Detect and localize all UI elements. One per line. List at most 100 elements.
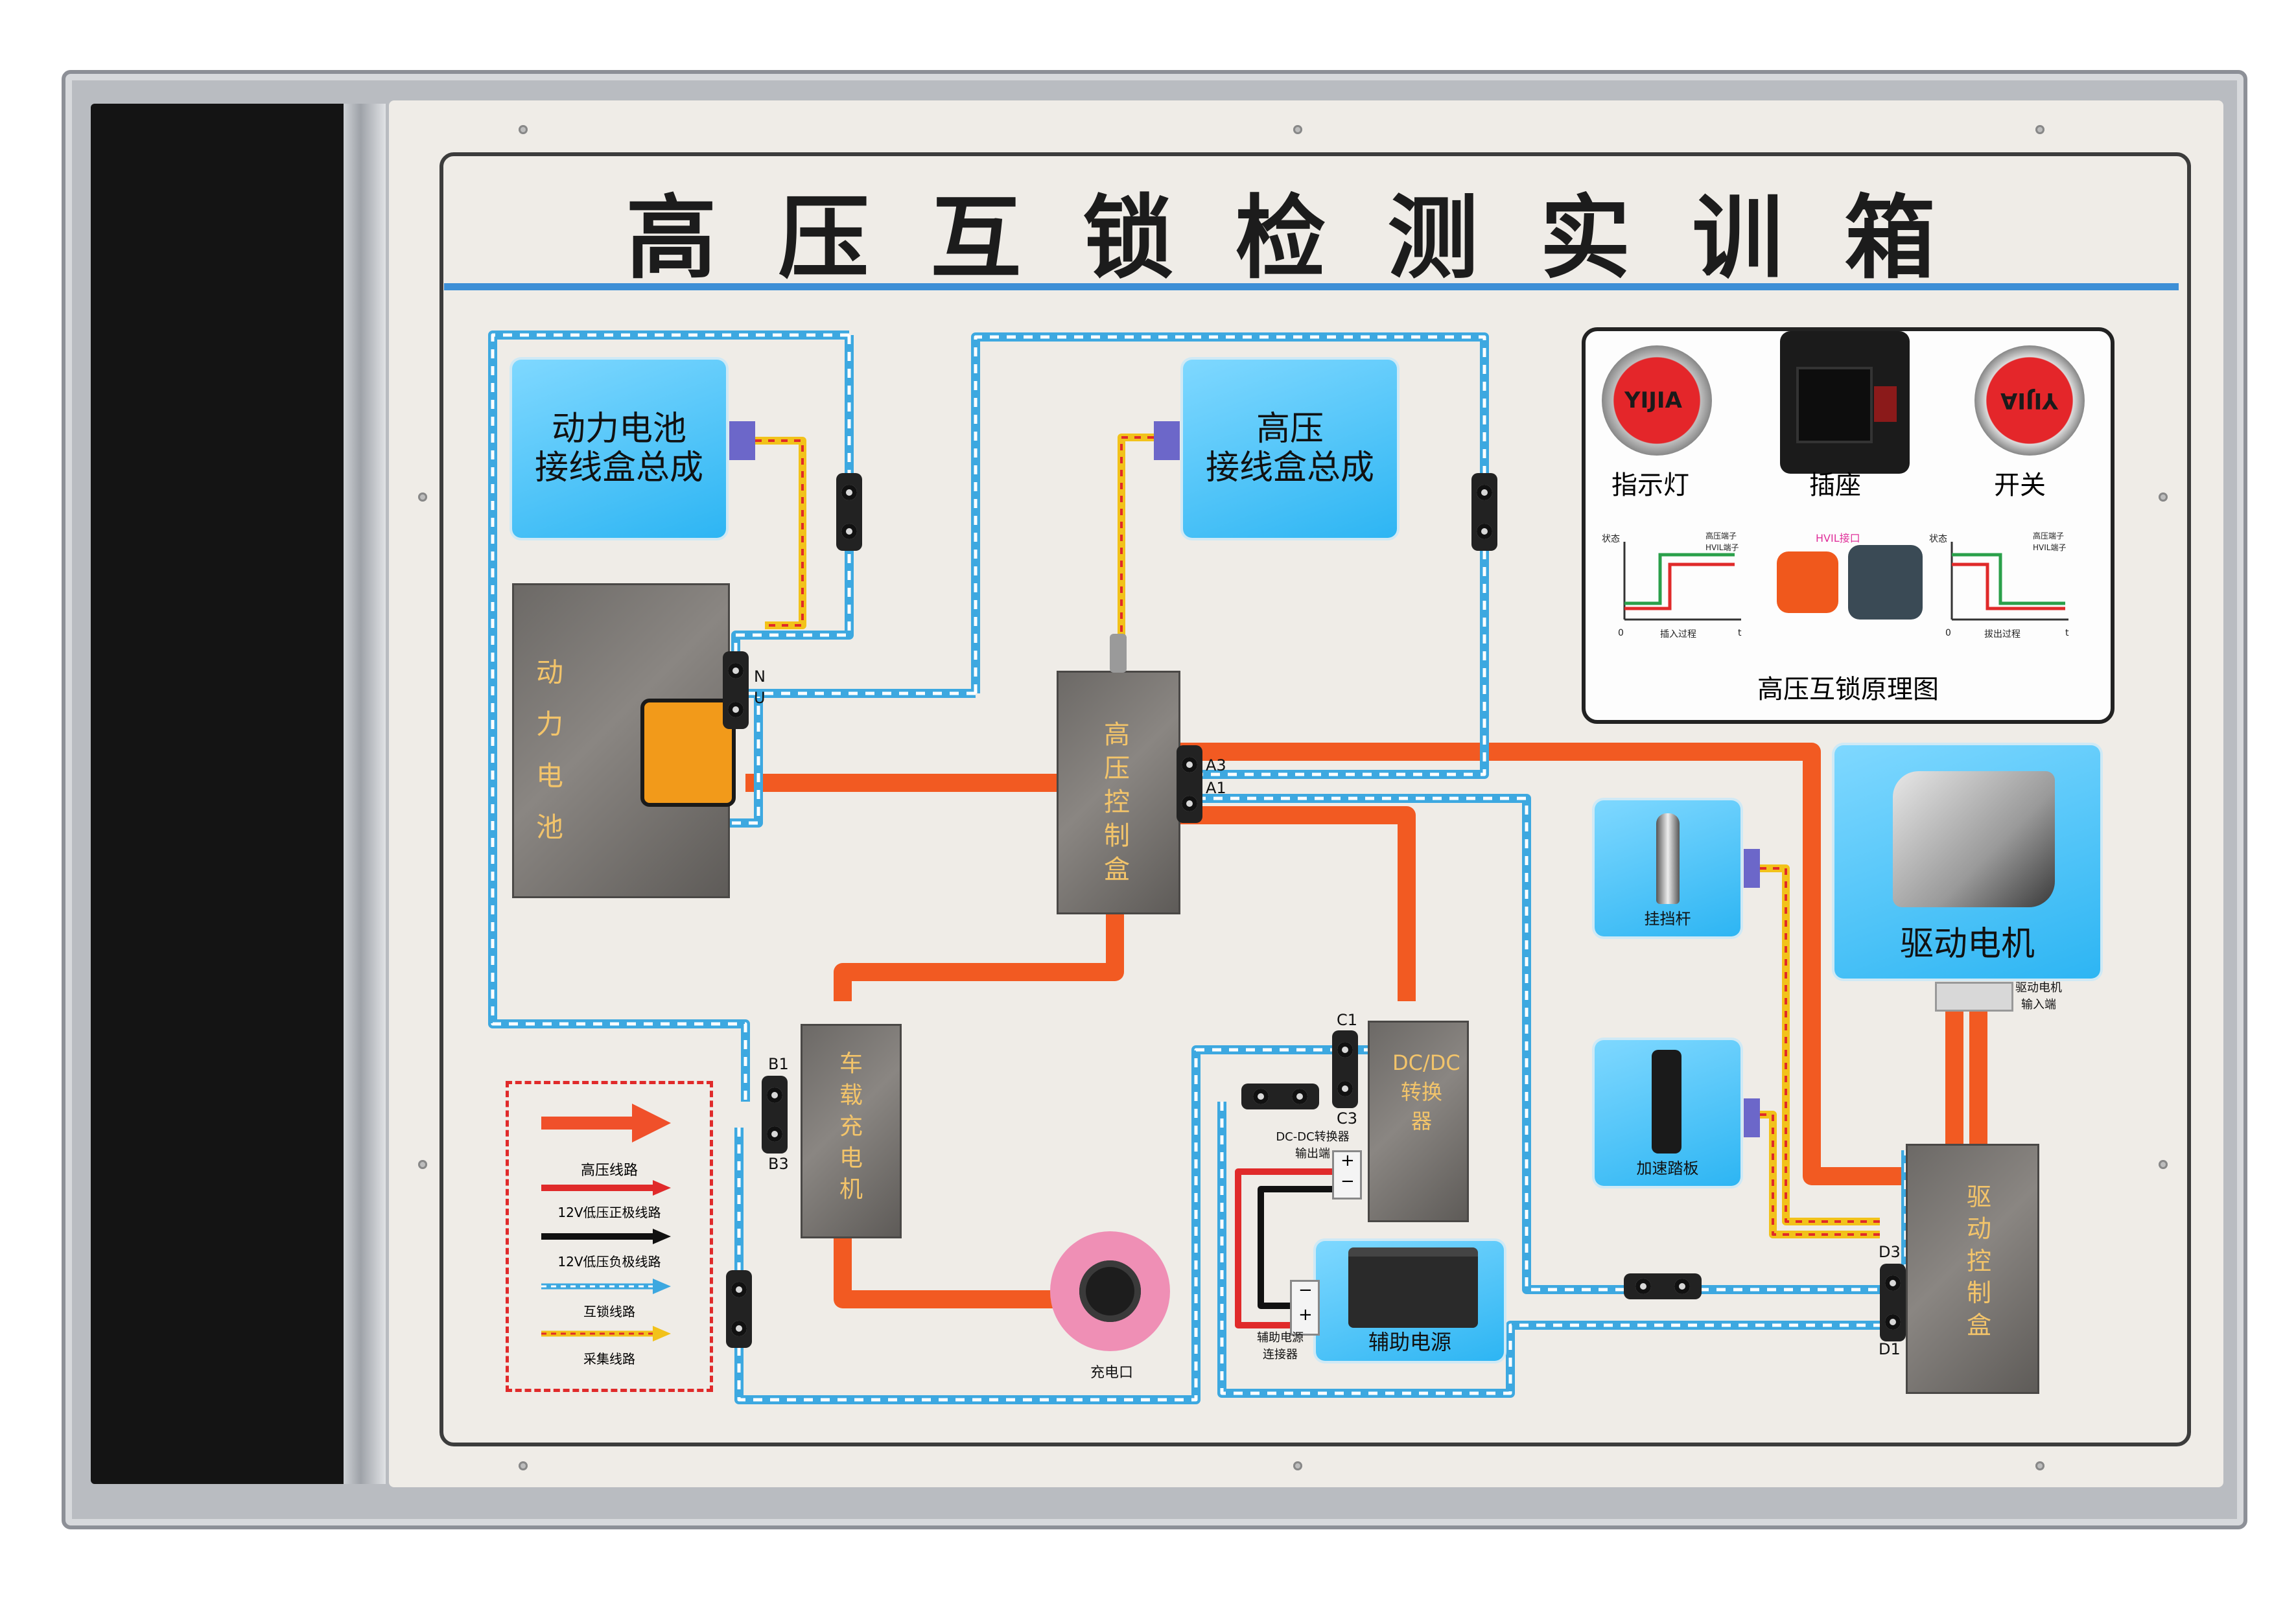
aux-power-label: 辅助电源 <box>1368 1330 1451 1355</box>
battery-image <box>1348 1247 1478 1328</box>
test-socket[interactable] <box>726 1270 752 1348</box>
left-chart-origin: 0 <box>1618 628 1624 638</box>
indicator-lamp: YIJIA <box>1602 345 1712 456</box>
pin-label-u: U <box>754 689 766 707</box>
test-socket-b1-b3[interactable] <box>762 1076 788 1154</box>
pin-label-n: N <box>754 667 766 686</box>
hv-junction-label: 高压 接线盒总成 <box>1205 409 1374 487</box>
power-socket-icon[interactable] <box>1780 331 1910 474</box>
pin-label-b1: B1 <box>768 1055 789 1073</box>
test-socket-n-u[interactable] <box>723 651 749 729</box>
right-chart-hvil-trace <box>1952 562 2065 610</box>
socket-label: 插座 <box>1809 470 1861 500</box>
12v-positive-line <box>1235 1168 1342 1328</box>
hv-line-hvbox-to-drive <box>1177 743 1906 1185</box>
legend-item-12v-positive: 12V低压正极线路 <box>557 1205 661 1220</box>
hvil-receptacle-image <box>1848 545 1923 620</box>
legend-box: 高压线路 12V低压正极线路 12V低压负极线路 互锁线路 采集线路 <box>506 1081 713 1392</box>
pin-label-d1: D1 <box>1879 1340 1901 1358</box>
dcdc-plus: + <box>1341 1151 1355 1170</box>
hvil-plug-image <box>1777 551 1838 613</box>
hv-line-charger-to-port <box>834 1235 1089 1308</box>
motor-input-caption: 驱动电机 输入端 <box>2015 981 2062 1012</box>
screw <box>1293 1461 1302 1470</box>
hv-line-hvbox-to-dcdc <box>1177 806 1416 1001</box>
screw <box>418 493 427 502</box>
legend-item-hv: 高压线路 <box>580 1163 638 1179</box>
hv-junction-connector <box>1154 421 1180 460</box>
hv-box-top-connector <box>1110 634 1127 673</box>
socket-switch <box>1874 386 1897 422</box>
legend-arrows <box>541 1104 671 1341</box>
aux-power-connector: − + <box>1290 1280 1320 1336</box>
indicator-brand: YIJIA <box>1624 388 1682 413</box>
12v-negative-line <box>1258 1186 1342 1309</box>
hv-control-box: 高 压 控 制 盒 <box>1057 671 1180 914</box>
switch-button[interactable]: YIJIA <box>1974 345 2085 456</box>
test-socket[interactable] <box>1471 473 1497 551</box>
pin-label-d3: D3 <box>1879 1243 1901 1261</box>
high-voltage-lines <box>745 743 1987 1308</box>
aux-minus: − <box>1298 1281 1313 1300</box>
dcdc-converter: DC/DC 转换器 <box>1368 1021 1469 1222</box>
onboard-charger: 车 载 充 电 机 <box>801 1024 902 1238</box>
left-chart-state: 状态 <box>1602 534 1620 544</box>
hv-control-box-label: 高 压 控 制 盒 <box>1104 720 1130 885</box>
hvil-port-label: HVIL接口 <box>1816 532 1860 544</box>
right-chart-legend-1: 高压端子 <box>2033 531 2064 540</box>
socket-face <box>1796 367 1873 443</box>
test-socket-a3-a1[interactable] <box>1177 745 1202 823</box>
power-battery: 动 力 电 池 <box>512 583 736 898</box>
legend-hv-arrow <box>541 1104 671 1142</box>
legend-item-collect: 采集线路 <box>583 1351 635 1367</box>
test-socket[interactable] <box>1624 1273 1702 1299</box>
switch-brand: YIJIA <box>2000 388 2058 413</box>
pin-label-a1: A1 <box>1206 779 1226 797</box>
left-chart-legend-1: 高压端子 <box>1705 531 1737 540</box>
motor-image <box>1893 771 2055 907</box>
right-chart-axis-label: 拔出过程 <box>1984 629 2021 640</box>
hv-junction-box: 高压 接线盒总成 <box>1183 360 1397 538</box>
battery-connector-plug <box>640 699 736 807</box>
test-socket-d3-d1[interactable] <box>1880 1264 1906 1341</box>
charge-port-socket[interactable] <box>1079 1260 1141 1322</box>
gear-lever-image <box>1656 813 1680 904</box>
pin-label-a3: A3 <box>1206 756 1226 774</box>
right-chart-origin: 0 <box>1945 628 1951 638</box>
dcdc-output-connector: + − <box>1332 1150 1362 1200</box>
gear-lever-label: 挂挡杆 <box>1644 910 1691 929</box>
battery-junction-box: 动力电池 接线盒总成 <box>512 360 726 538</box>
left-chart-axis-label: 插入过程 <box>1660 629 1696 640</box>
right-chart-hv-trace <box>1952 553 2065 605</box>
screw <box>2159 493 2168 502</box>
motor-input-connector <box>1935 982 2013 1012</box>
hvil-principle-panel: YIJIA YIJIA 指示灯 插座 开关 状态 状态 0 0 t t 插入过程… <box>1582 327 2114 724</box>
aux-connector-caption: 辅助电源 连接器 <box>1257 1331 1304 1362</box>
hv-line-hvbox-to-charger <box>834 910 1124 1001</box>
accelerator-label: 加速踏板 <box>1636 1159 1699 1178</box>
charge-port-label: 充电口 <box>1090 1365 1133 1381</box>
screw <box>519 125 528 134</box>
power-battery-label: 动 力 电 池 <box>535 656 563 844</box>
screw <box>2035 1461 2044 1470</box>
test-socket-c1-c3[interactable] <box>1332 1030 1358 1108</box>
left-chart-legend-2: HVIL端子 <box>1705 543 1739 552</box>
switch-label: 开关 <box>1994 470 2046 500</box>
left-chart-hv-trace <box>1624 553 1735 605</box>
aux-plus: + <box>1298 1305 1313 1325</box>
case-hinge-lip <box>344 104 386 1484</box>
screw <box>2035 125 2044 134</box>
left-chart-t: t <box>1738 628 1742 638</box>
test-socket[interactable] <box>1241 1084 1319 1109</box>
screw <box>418 1160 427 1169</box>
right-chart-state: 状态 <box>1929 534 1947 544</box>
principle-caption: 高压互锁原理图 <box>1757 675 1939 704</box>
hvil-timing-charts: 状态 状态 0 0 t t 插入过程 拔出过程 高压端子 HVIL端子 高压端子… <box>1602 531 2069 640</box>
left-chart-hvil-trace <box>1624 562 1735 610</box>
pin-label-b3: B3 <box>768 1155 789 1173</box>
dcdc-output-caption: DC-DC转换器 输出端 <box>1276 1130 1350 1161</box>
legend-item-interlock: 互锁线路 <box>583 1304 635 1319</box>
screw <box>519 1461 528 1470</box>
pin-label-c3: C3 <box>1337 1109 1358 1128</box>
test-socket[interactable] <box>836 473 862 551</box>
